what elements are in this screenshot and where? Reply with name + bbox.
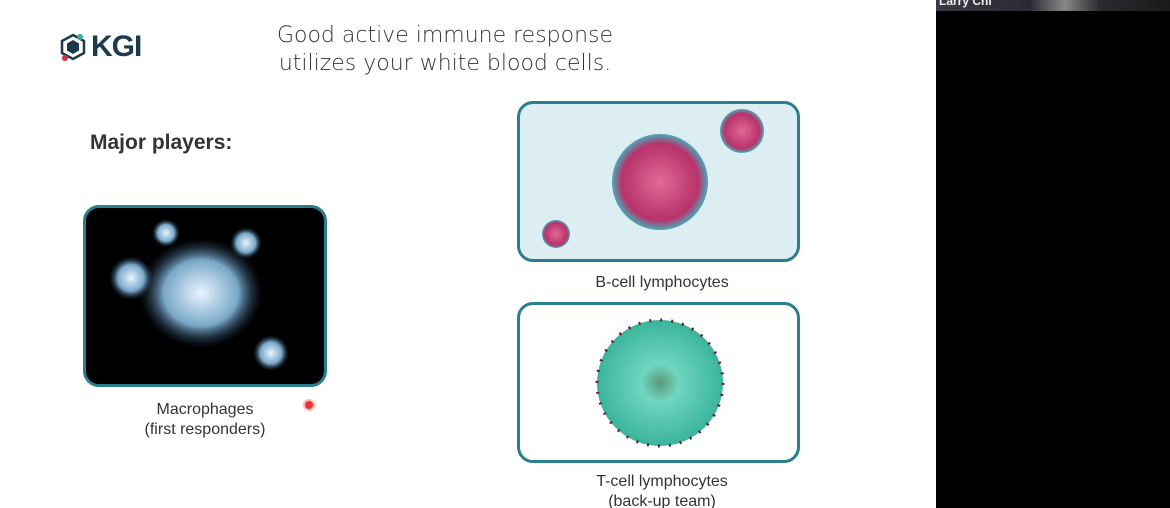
caption-line: Macrophages	[156, 401, 254, 418]
logo-text: KGI	[91, 30, 142, 63]
video-panel: Larry Chi	[936, 0, 1170, 508]
participant-video[interactable]: Larry Chi	[936, 0, 1170, 11]
caption-line: (first responders)	[144, 421, 266, 438]
kgi-logo: KGI	[58, 30, 142, 64]
hexagon-logo-icon	[60, 33, 86, 61]
t-cell-caption: T-cell lymphocytes (back-up team)	[557, 472, 767, 508]
t-cell-image	[517, 302, 800, 463]
title-line-2: utilizes your white blood cells.	[278, 51, 612, 76]
participant-name: Larry Chi	[939, 0, 992, 8]
caption-line: (back-up team)	[608, 493, 716, 508]
slide-title: Good active immune response utilizes you…	[230, 22, 660, 78]
caption-line: T-cell lymphocytes	[596, 473, 728, 490]
presentation-slide: KGI Good active immune response utilizes…	[0, 0, 936, 508]
macrophage-image	[83, 205, 327, 387]
b-cell-image	[517, 101, 800, 262]
section-heading: Major players:	[90, 131, 233, 154]
macrophages-caption: Macrophages (first responders)	[110, 400, 300, 440]
b-cell-caption: B-cell lymphocytes	[595, 274, 729, 291]
title-line-1: Good active immune response	[276, 23, 614, 48]
laser-pointer	[305, 401, 313, 409]
